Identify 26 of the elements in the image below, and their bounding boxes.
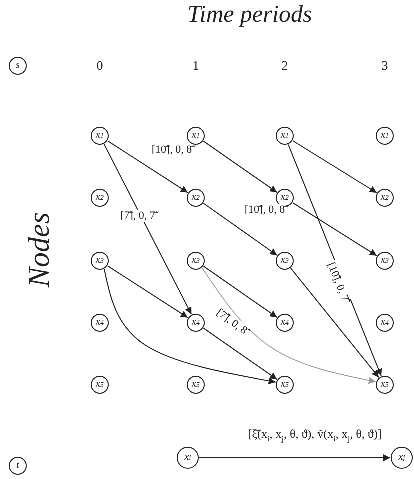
arrow — [203, 328, 278, 380]
arrow — [199, 454, 391, 462]
edge-label: [ξ̃̄(x$_{i}$, x$_{j}$, θ, ϑ), ṽ(x$_{i}$, x$_{j}$, θ, ϑ)] — [247, 428, 383, 444]
arrow — [107, 266, 189, 318]
column-number: 0 — [96, 58, 104, 74]
node-circle: s — [9, 57, 27, 75]
node-circle: t — [9, 457, 27, 475]
axis-title: Nodes — [23, 212, 57, 288]
arrow — [107, 140, 189, 194]
edge-label: [7̃̄], 0, 7̃̄ — [120, 210, 156, 222]
edge-label: [10̃̄], 0, 7̃̄ — [324, 260, 352, 304]
arrow — [104, 268, 276, 385]
arrow — [104, 144, 192, 316]
title: Time periods — [188, 2, 312, 29]
column-number: 2 — [282, 58, 288, 74]
arrow — [292, 140, 378, 194]
column-number: 3 — [382, 58, 388, 74]
edge-label: [10̃̄], 0, 8̃̄ — [150, 144, 194, 156]
arrow — [203, 266, 278, 318]
arrow — [202, 268, 376, 384]
column-number: 1 — [192, 58, 200, 74]
arrow — [203, 140, 278, 194]
edge-label: [10̃̄], 0, 8̃̄ — [244, 204, 286, 216]
arrow — [292, 202, 378, 256]
arrow — [203, 203, 278, 256]
arrow — [290, 268, 380, 378]
